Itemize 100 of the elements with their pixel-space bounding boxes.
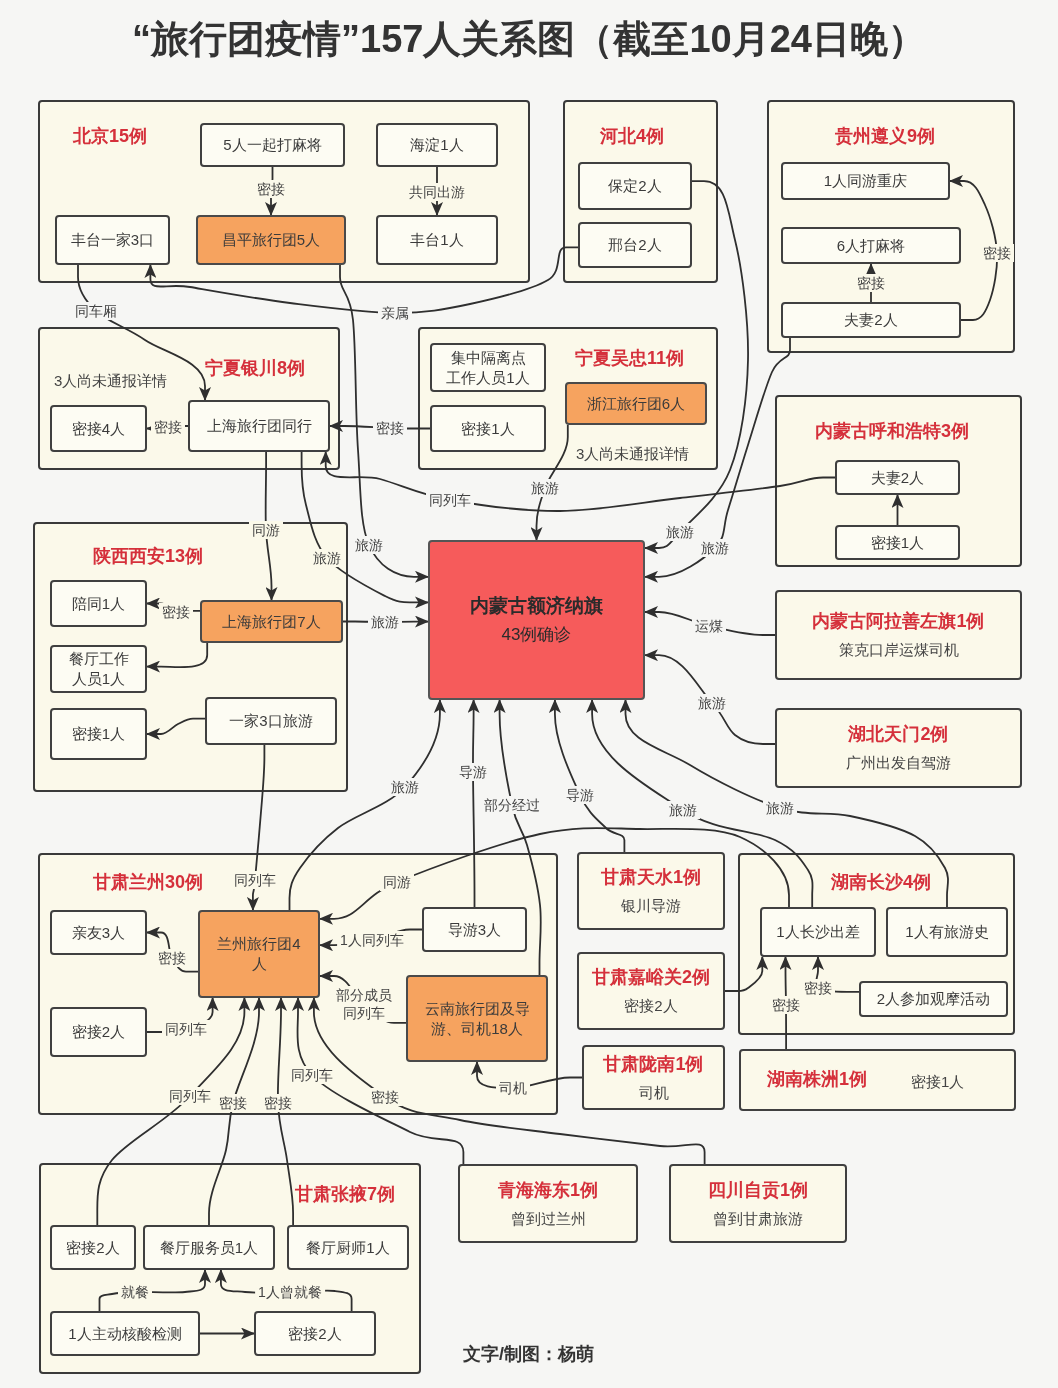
edge-label: 共同出游: [406, 183, 468, 201]
edge-label: 旅游: [695, 694, 729, 712]
case-label: 餐厅服务员1人: [159, 1237, 259, 1258]
region-card: [739, 1049, 1016, 1111]
region-title: 青海海东1例: [498, 1178, 598, 1202]
case-label: 5人一起打麻将: [223, 135, 322, 155]
case-box: [781, 302, 961, 338]
edge-label: 同列车: [162, 1020, 210, 1038]
arrow: [146, 642, 209, 673]
region-panel: [418, 327, 718, 470]
case-label: 昌平旅行团5人: [221, 230, 321, 250]
edge-label: 旅游: [666, 801, 700, 819]
case-box: [50, 580, 147, 627]
tour-group-box: [565, 382, 707, 425]
edge-label: 同游: [380, 873, 414, 891]
region-title: 河北4例: [600, 125, 664, 148]
case-box: [430, 405, 546, 452]
case-label: 陪同1人: [71, 593, 126, 614]
edge-label: 密接: [155, 949, 189, 967]
edge-label: 1人同列车: [337, 931, 407, 949]
case-detail: 曾到甘肃旅游: [713, 1208, 803, 1229]
region-card: [775, 708, 1022, 788]
case-label: 邢台2人: [608, 235, 662, 255]
case-box: [55, 215, 170, 265]
case-box: [188, 400, 330, 452]
region-panel: [38, 100, 530, 283]
case-box: [50, 1311, 200, 1356]
region-panel: [775, 395, 1022, 567]
arrow: [319, 451, 836, 512]
case-label: 海淀1人: [410, 135, 464, 155]
case-label: 密接2人: [66, 1237, 120, 1258]
edge-label: 导游: [456, 763, 490, 781]
case-box: [376, 215, 498, 265]
edge-label: 密接: [261, 1094, 295, 1112]
case-box: [205, 697, 337, 745]
case-detail: 司机: [638, 1082, 669, 1103]
case-label: 导游3人: [447, 919, 502, 940]
region-title: 北京15例: [73, 125, 148, 148]
arrow: [891, 494, 904, 526]
case-box: [254, 1311, 376, 1356]
edge-label: 旅游: [698, 539, 732, 557]
case-box: [376, 123, 498, 167]
note-text: 3人尚未通报详情: [576, 444, 690, 464]
case-count: 43例确诊: [501, 624, 572, 646]
credit-text: 文字/制图：杨萌: [463, 1343, 594, 1366]
edge-label: 密接: [801, 979, 835, 997]
case-box: [578, 222, 692, 268]
case-label: 夫妻2人: [870, 467, 925, 488]
region-panel: [738, 853, 1015, 1035]
case-label: 密接4人: [71, 418, 126, 439]
case-label: 夫妻2人: [844, 310, 898, 330]
case-label: 浙江旅行团6人: [586, 393, 686, 414]
case-box: [287, 1225, 409, 1270]
edge-label: 同列车: [426, 491, 474, 509]
edge-label: 旅游: [310, 549, 344, 567]
region-card: [577, 952, 725, 1030]
arrow: [300, 451, 429, 609]
arrow: [949, 175, 998, 321]
edge-label: 同游: [249, 521, 283, 539]
region-title: 甘肃张掖7例: [295, 1183, 395, 1206]
case-box: [430, 343, 546, 392]
edge-label: 旅游: [368, 613, 402, 631]
case-box: [50, 405, 147, 452]
edge-label: 旅游: [388, 778, 422, 796]
region-panel: [38, 853, 558, 1115]
case-box: [50, 708, 147, 760]
case-label: 密接1人: [71, 724, 126, 744]
outbreak-title: 内蒙古额济纳旗: [470, 594, 603, 618]
case-box: [781, 162, 950, 200]
region-title: 甘肃兰州30例: [93, 871, 204, 894]
region-panel: [767, 100, 1015, 353]
arrow: [208, 997, 265, 1226]
case-label: 餐厅工作人员1人: [67, 649, 130, 689]
edge-label: 1人曾就餐: [255, 1283, 325, 1301]
case-detail: 广州出发自驾游: [846, 753, 951, 773]
arrow: [319, 827, 790, 925]
edge-label: 密接: [854, 274, 888, 292]
case-box: [859, 981, 1008, 1017]
arrow: [264, 451, 278, 601]
arrow: [288, 699, 446, 911]
edge-label: 密接: [769, 996, 803, 1014]
tour-group-box: [196, 215, 346, 265]
arrow: [292, 997, 465, 1165]
arrow: [493, 699, 542, 976]
case-label: 餐厅厨师1人: [306, 1237, 390, 1258]
region-title: 内蒙古阿拉善左旗1例: [812, 610, 985, 633]
tour-group-box: [198, 910, 320, 998]
arrow: [146, 717, 206, 740]
edge-label: 旅游: [763, 799, 797, 817]
region-title: 甘肃陇南1例: [603, 1052, 704, 1076]
arrow: [586, 699, 814, 908]
arrow: [339, 264, 429, 583]
edge-label: 部分经过: [481, 796, 543, 814]
case-label: 丰台一家3口: [70, 230, 155, 250]
arrow: [724, 956, 769, 992]
case-box: [422, 907, 527, 952]
case-label: 6人打麻将: [836, 235, 906, 256]
case-box: [760, 907, 876, 957]
case-label: 1人长沙出差: [776, 922, 860, 942]
case-box: [835, 525, 960, 560]
